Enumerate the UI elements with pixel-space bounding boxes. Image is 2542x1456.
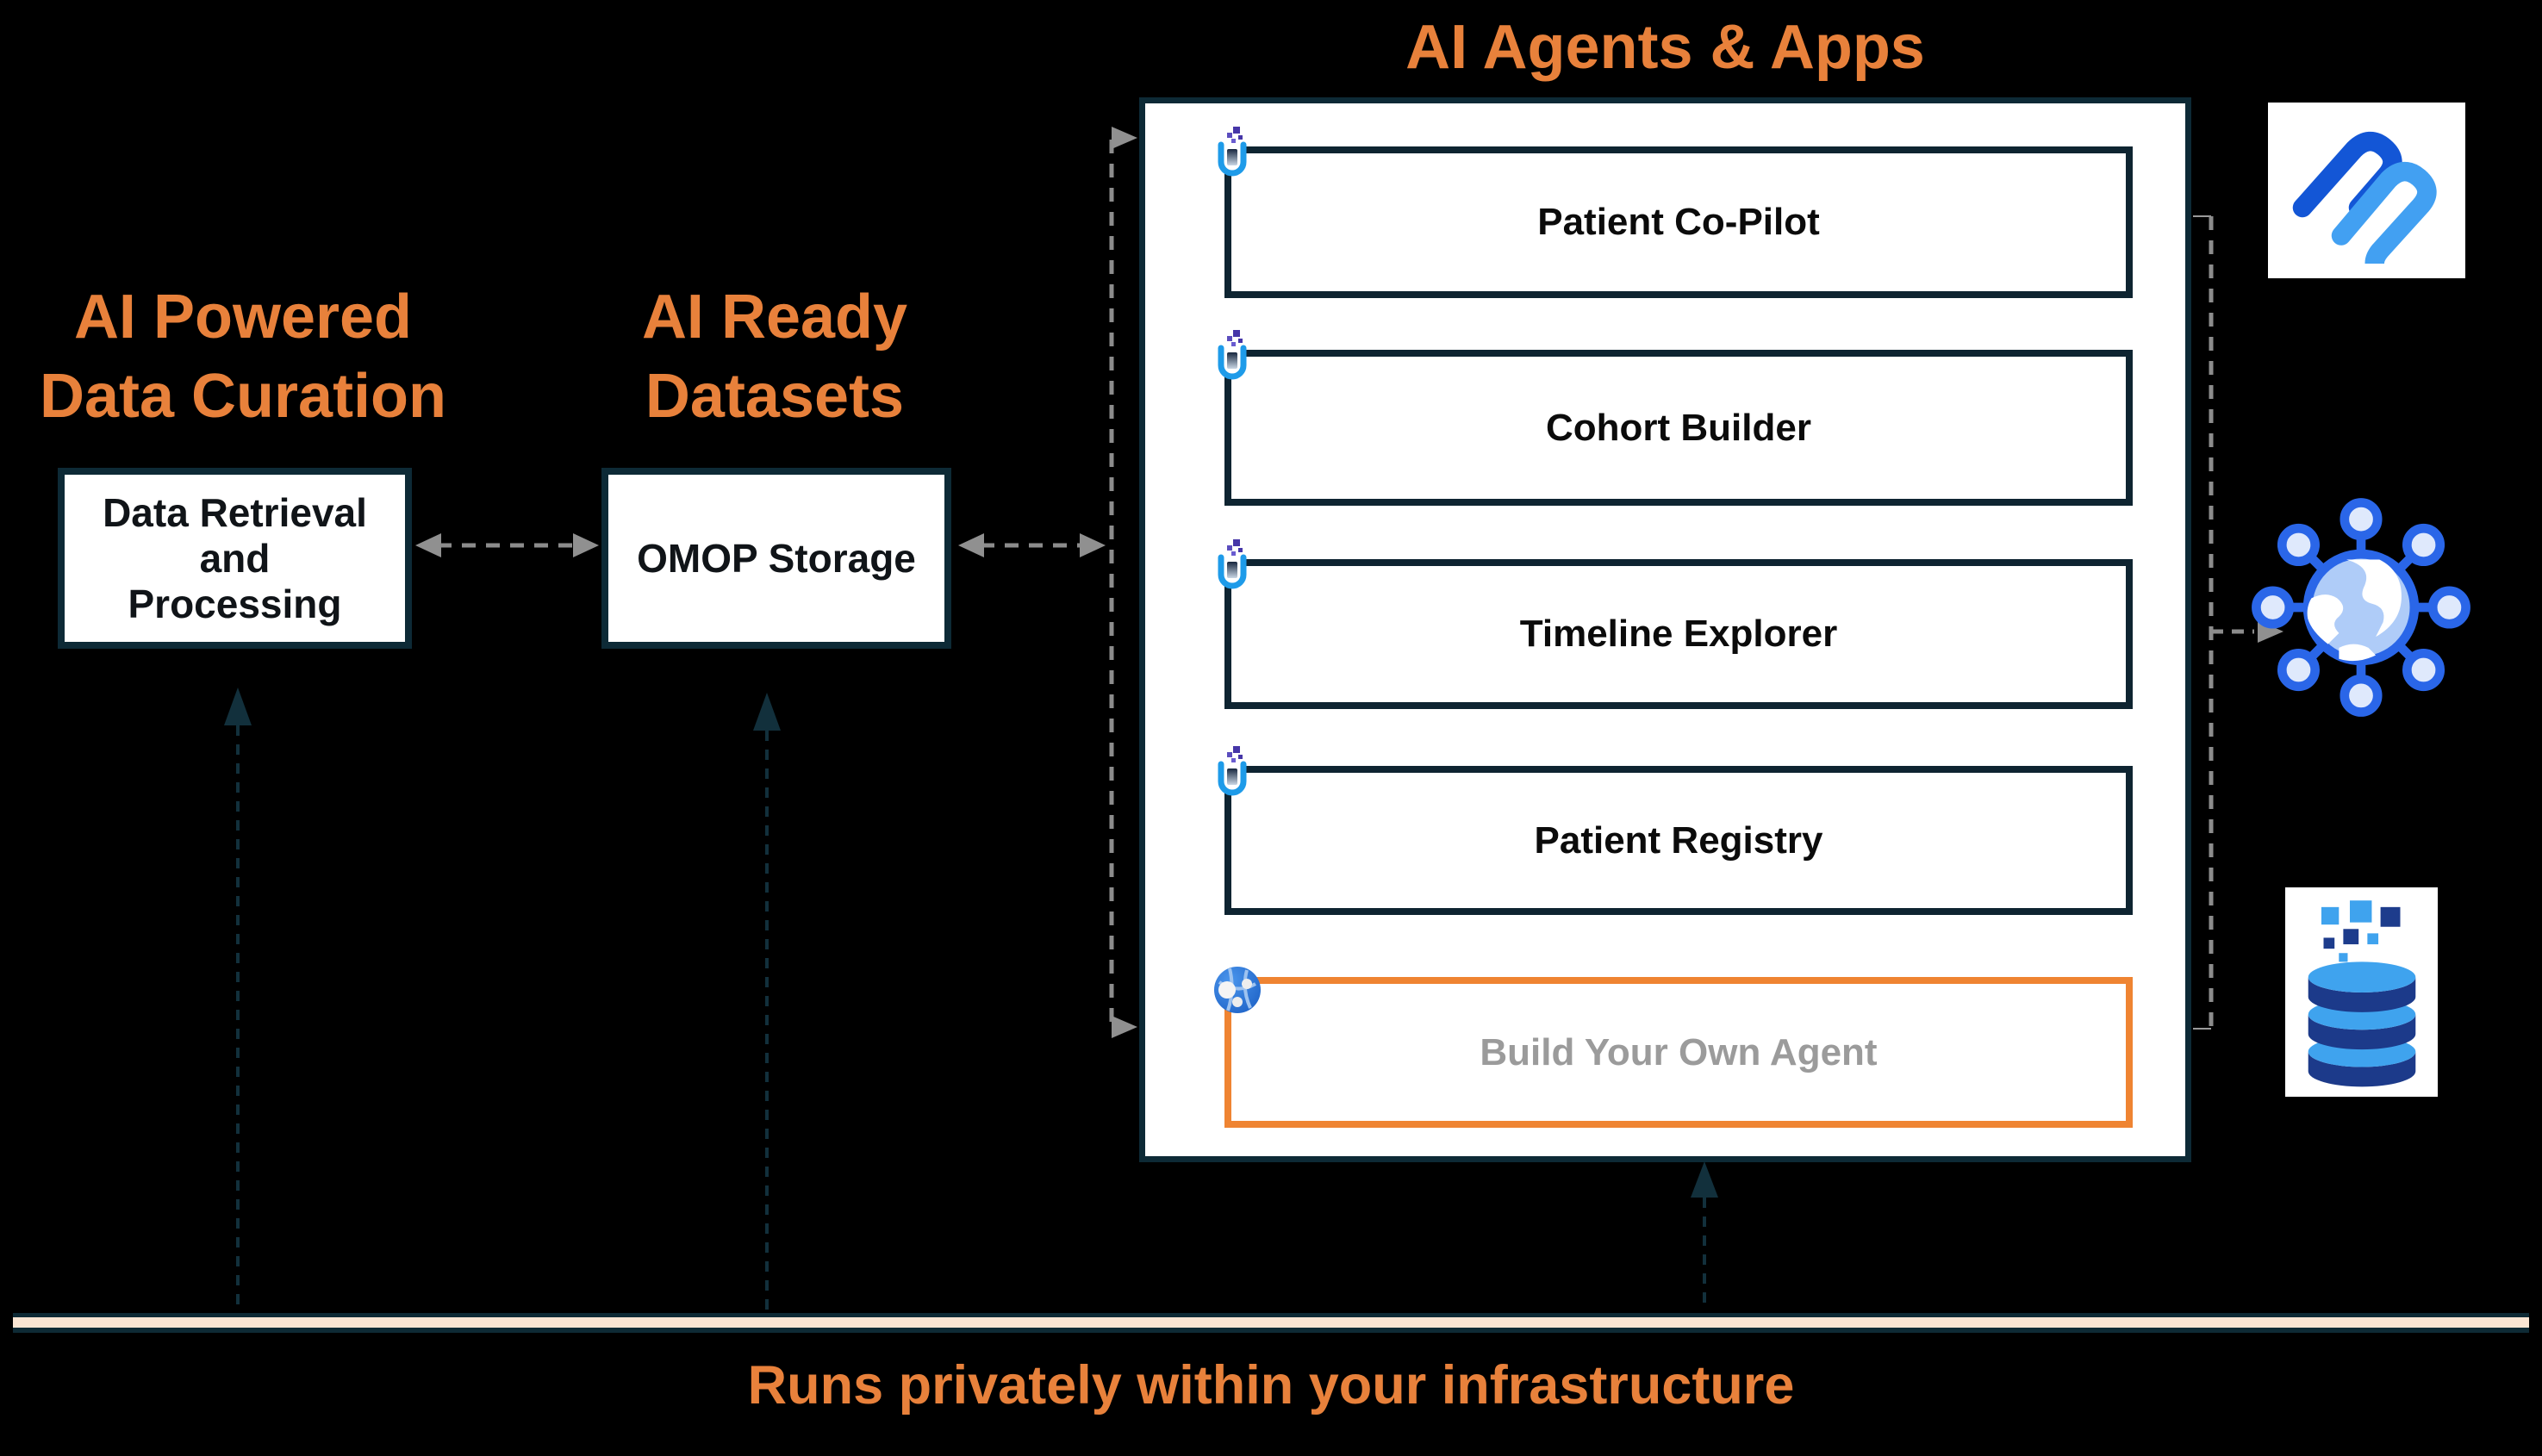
app-label: Patient Registry <box>1534 818 1823 862</box>
app-label: Timeline Explorer <box>1519 613 1838 655</box>
pixel-testtube-icon <box>1218 539 1247 589</box>
agents-panel: Patient Co-Pilot Cohort Builder <box>1139 97 2191 1162</box>
app-box-patient-co-pilot[interactable]: Patient Co-Pilot <box>1218 127 2133 298</box>
app-box-build-your-own-agent[interactable]: Build Your Own Agent <box>1214 967 2133 1128</box>
pixel-testtube-icon <box>1218 127 1247 177</box>
omop-storage-label: OMOP Storage <box>637 535 916 581</box>
app-box-timeline-explorer[interactable]: Timeline Explorer <box>1218 539 2133 709</box>
paperclip-logo-glyph <box>2292 131 2437 264</box>
app-label: Build Your Own Agent <box>1480 1030 1878 1073</box>
infrastructure-band <box>13 1313 2529 1333</box>
data-retrieval-label: Data Retrieval and Processing <box>103 489 367 626</box>
omop-storage-box: OMOP Storage <box>601 468 951 649</box>
datasets-heading: AI Ready Datasets <box>641 283 908 431</box>
agents-panel-title: AI Agents & Apps <box>1405 13 1925 82</box>
app-label: Cohort Builder <box>1546 406 1811 449</box>
app-label: Patient Co-Pilot <box>1537 201 1820 243</box>
curation-heading: AI Powered Data Curation <box>39 283 447 431</box>
connected-globe-icon <box>2252 498 2470 717</box>
pixel-database-icon <box>2285 887 2438 1097</box>
pixel-database-glyph <box>2308 899 2415 1086</box>
footer-caption: Runs privately within your infrastructur… <box>747 1355 1795 1416</box>
network-globe-icon <box>1214 967 1261 1013</box>
app-box-patient-registry[interactable]: Patient Registry <box>1218 746 2133 915</box>
app-box-cohort-builder[interactable]: Cohort Builder <box>1218 330 2133 506</box>
pixel-testtube-icon <box>1218 746 1247 796</box>
data-retrieval-box: Data Retrieval and Processing <box>58 468 412 649</box>
paperclip-logo <box>2268 103 2465 278</box>
pixel-testtube-icon <box>1218 330 1247 380</box>
